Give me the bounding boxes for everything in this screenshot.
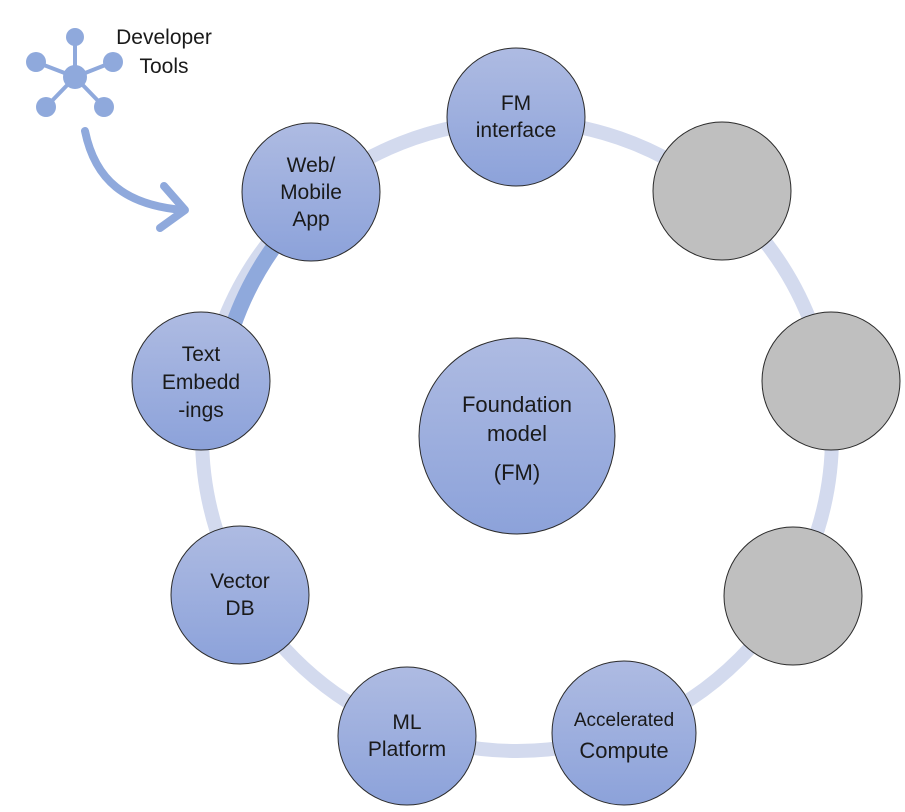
developer-tools-line1: Developer [116, 26, 212, 49]
node-vector-db [170, 525, 310, 665]
web-mobile-app-line1: Web/ [286, 154, 336, 177]
web-mobile-app-line3: App [292, 208, 330, 231]
ml-platform-label: ML Platform [347, 709, 467, 763]
fm-interface-label: FM interface [456, 90, 576, 144]
network-hub-icon [26, 28, 123, 117]
node-fm-interface [446, 47, 586, 187]
node-web-mobile-app [241, 122, 381, 262]
center-node-foundation-model [418, 337, 616, 535]
web-mobile-app-label: Web/ Mobile App [251, 152, 371, 233]
node-placeholder-2 [761, 311, 901, 451]
center-line3: (FM) [493, 460, 541, 485]
accelerated-compute-line1: Accelerated [573, 710, 675, 731]
center-line1: Foundation [461, 392, 573, 417]
node-placeholder-1 [652, 121, 792, 261]
center-line2: model [487, 421, 547, 446]
developer-tools-line2: Tools [139, 55, 189, 78]
node-ml-platform [337, 666, 477, 806]
web-mobile-app-line2: Mobile [280, 181, 342, 204]
ml-platform-line1: ML [392, 711, 422, 734]
developer-tools-label: Developer Tools [104, 23, 224, 81]
center-node-label: Foundation model (FM) [437, 390, 597, 487]
vector-db-line1: Vector [210, 570, 270, 593]
vector-db-line2: DB [225, 597, 255, 620]
vector-db-label: Vector DB [180, 568, 300, 622]
fm-interface-line2: interface [475, 119, 557, 142]
node-text-embeddings [131, 311, 271, 451]
text-embeddings-label: Text Embedd -ings [141, 341, 261, 425]
node-accelerated-compute [551, 660, 697, 806]
accelerated-compute-label: Accelerated Compute [554, 706, 694, 766]
ml-platform-line2: Platform [367, 738, 447, 761]
text-embeddings-line3: -ings [178, 399, 224, 422]
fm-interface-line1: FM [500, 92, 532, 115]
text-embeddings-line1: Text [181, 343, 221, 366]
accelerated-compute-line2: Compute [579, 738, 669, 763]
node-placeholder-3 [723, 526, 863, 666]
curved-arrow-icon [81, 127, 189, 232]
text-embeddings-line2: Embedd [161, 371, 241, 394]
